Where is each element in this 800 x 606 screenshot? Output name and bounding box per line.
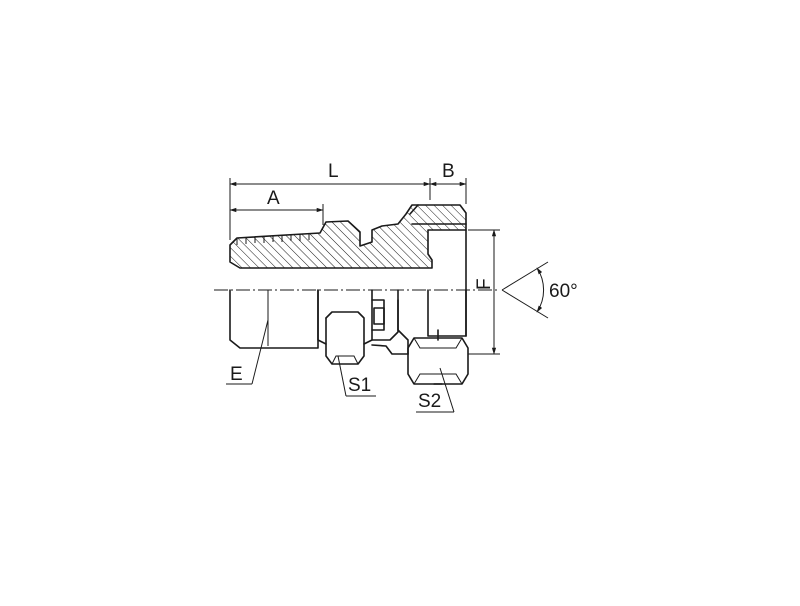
label-angle: 60° (549, 281, 578, 302)
leader-E: E (226, 319, 269, 385)
section-upper (229, 204, 467, 269)
label-F: F (474, 278, 495, 290)
cone-angle: 60° (501, 261, 578, 319)
label-E: E (230, 364, 243, 385)
outside-view (229, 229, 469, 385)
label-S1: S1 (348, 375, 371, 396)
dimension-F: F (468, 229, 500, 355)
dimension-A: A (229, 188, 324, 225)
dimension-B: B (429, 161, 467, 204)
leader-S2: S2 (416, 367, 455, 413)
label-A: A (267, 188, 280, 209)
label-S2: S2 (418, 391, 441, 412)
label-B: B (442, 161, 455, 182)
label-L: L (328, 161, 339, 182)
leader-S1: S1 (337, 355, 376, 397)
